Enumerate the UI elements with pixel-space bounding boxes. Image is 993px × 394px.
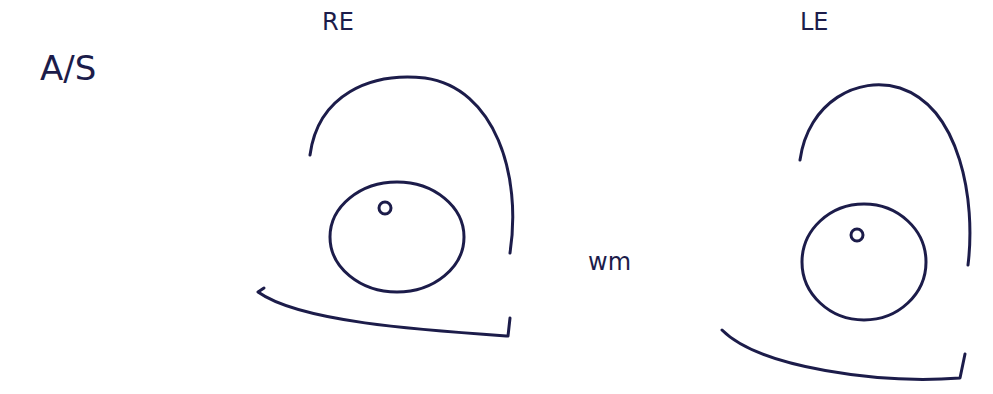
pupil-dot <box>379 202 391 214</box>
upper-lid-arc <box>310 77 513 253</box>
cornea-circle <box>802 204 926 320</box>
upper-lid-arc <box>800 85 970 265</box>
pupil-dot <box>851 229 863 241</box>
note-label: wm <box>588 248 631 276</box>
lower-lid-arc <box>722 330 965 379</box>
section-label: A/S <box>40 48 96 88</box>
cornea-circle <box>330 182 464 292</box>
eye-label: LE <box>800 8 829 36</box>
eye-label: RE <box>322 8 354 36</box>
lower-lid-arc <box>258 288 510 336</box>
